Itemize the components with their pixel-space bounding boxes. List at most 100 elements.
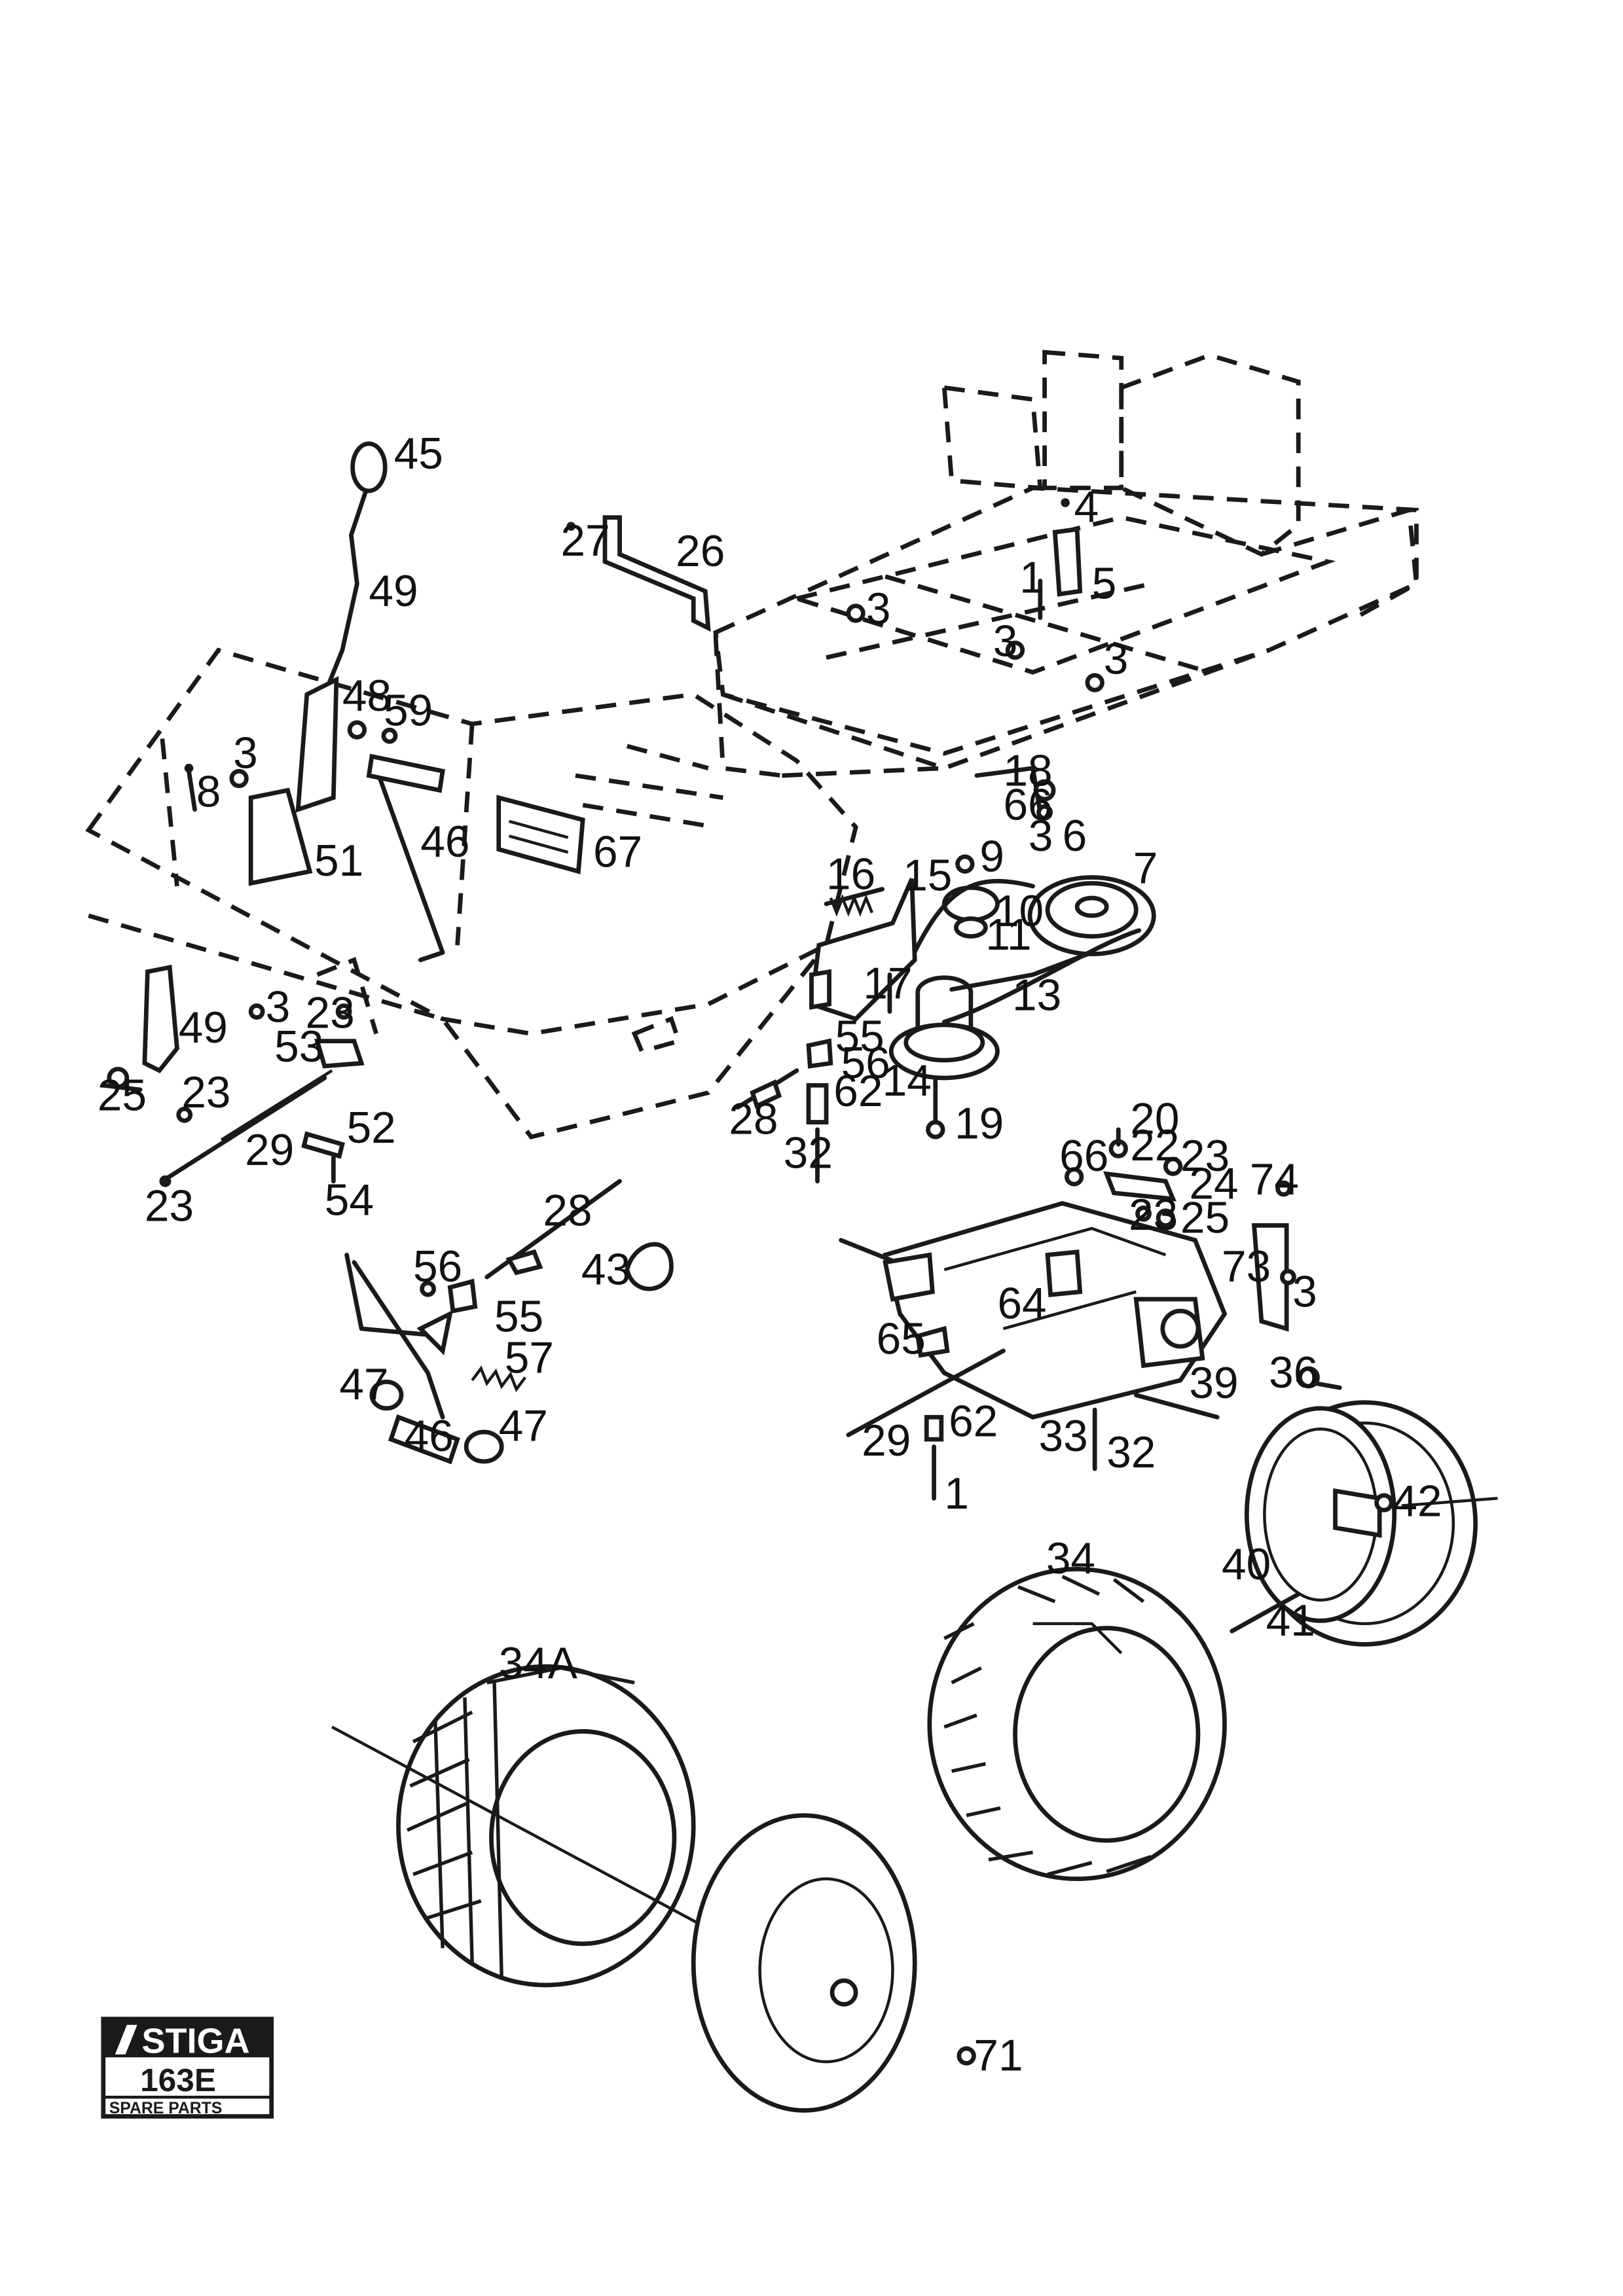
callout-28: 28 (729, 1095, 778, 1144)
callout-23: 23 (1129, 1191, 1178, 1240)
callout-55: 55 (835, 1012, 884, 1061)
callout-25: 25 (98, 1071, 147, 1121)
callout-17: 17 (863, 959, 912, 1008)
callout-40: 40 (1222, 1540, 1271, 1589)
bracket-26 (566, 515, 711, 632)
callout-13: 13 (1012, 971, 1061, 1020)
stiga-logo-block: STIGA 163E SPARE PARTS (101, 2017, 274, 2119)
spacer-62 (806, 1083, 829, 1124)
callout-48: 48 (342, 672, 392, 721)
callout-62: 62 (949, 1397, 998, 1446)
callout-46: 46 (420, 817, 469, 867)
arm-24 (1103, 1171, 1176, 1202)
callout-29: 29 (862, 1416, 911, 1465)
callout-52: 52 (347, 1103, 396, 1153)
bracket-73 (1251, 1223, 1289, 1332)
callout-56: 56 (841, 1039, 890, 1088)
gear-lever-assembly (184, 441, 398, 886)
callout-16: 16 (826, 850, 875, 899)
lever-bracket-51 (248, 787, 313, 886)
callout-3: 3 (266, 982, 291, 1031)
wheel-rim-front (691, 1813, 976, 2113)
callout-57: 57 (505, 1334, 554, 1383)
chassis-frame (713, 350, 1419, 778)
callout-45: 45 (394, 429, 443, 478)
callout-3: 3 (866, 584, 891, 634)
frame-fasteners (846, 498, 1104, 692)
callout-23: 23 (145, 1182, 194, 1231)
callout-66: 66 (1059, 1132, 1108, 1181)
pedal-assembly (366, 753, 585, 963)
bracket-49b (142, 964, 179, 1073)
plate-52 (301, 1131, 345, 1159)
callout-29: 29 (245, 1126, 294, 1175)
callout-20: 20 (1130, 1095, 1179, 1144)
callout-49: 49 (369, 567, 418, 616)
callout-3: 3 (1029, 812, 1053, 861)
body-hood (85, 647, 858, 1139)
callout-41: 41 (1266, 1596, 1315, 1645)
callout-3: 3 (1104, 634, 1129, 683)
logo-model: 163E (140, 2062, 216, 2098)
callout-22: 22 (1130, 1121, 1179, 1170)
callout-9: 9 (979, 832, 1004, 881)
callout-42: 42 (1393, 1477, 1442, 1526)
rear-wheel-rim (1230, 1400, 1498, 1647)
lower-linkage (344, 1179, 674, 1465)
callout-1: 1 (944, 1469, 969, 1518)
callout-32: 32 (1106, 1428, 1156, 1477)
callout-27: 27 (560, 516, 610, 565)
callout-67: 67 (593, 828, 642, 877)
callout-64: 64 (997, 1279, 1046, 1328)
callout-3: 3 (1292, 1267, 1317, 1316)
lever-knob (350, 441, 388, 493)
callout-7: 7 (1133, 844, 1158, 893)
callout-65: 65 (877, 1314, 926, 1363)
callout-34A: 34A (499, 1639, 577, 1688)
callout-49: 49 (179, 1003, 228, 1052)
callout-62: 62 (833, 1067, 883, 1116)
callout-1: 1 (1019, 554, 1044, 603)
callout-53: 53 (274, 1022, 323, 1071)
callout-47: 47 (339, 1360, 388, 1409)
callout-46: 46 (404, 1412, 453, 1461)
callout-18: 18 (1003, 747, 1052, 796)
callout-3: 3 (233, 729, 258, 778)
callout-66: 66 (1003, 781, 1052, 830)
tyre-34A (331, 1664, 842, 2001)
pedal-pad-67 (496, 795, 585, 874)
callout-59: 59 (384, 686, 433, 735)
callout-11: 11 (985, 910, 1031, 960)
callout-47: 47 (499, 1401, 548, 1450)
callout-56: 56 (413, 1242, 462, 1291)
callout-10: 10 (994, 887, 1044, 936)
callout-14: 14 (883, 1056, 932, 1105)
callout-8: 8 (196, 767, 221, 816)
callout-74: 74 (1250, 1155, 1299, 1204)
callout-39: 39 (1189, 1359, 1238, 1408)
callout-55: 55 (494, 1293, 543, 1342)
part-callouts: 45 49 48 59 3 8 51 46 67 27 26 4 1 5 3 3… (98, 429, 1442, 2080)
callout-15: 15 (903, 852, 952, 901)
lever-grip (295, 675, 339, 813)
tyre-34 (927, 1567, 1227, 1882)
callout-34: 34 (1046, 1534, 1095, 1583)
callout-6: 6 (1063, 812, 1087, 861)
callout-25: 25 (1180, 1194, 1230, 1243)
callout-23: 23 (181, 1068, 230, 1117)
callout-23: 23 (306, 988, 355, 1037)
callout-43: 43 (581, 1245, 630, 1294)
callout-24: 24 (1189, 1160, 1238, 1209)
callout-19: 19 (955, 1099, 1004, 1148)
transaxle (839, 1127, 1342, 1501)
logo-subtitle: SPARE PARTS (109, 2100, 223, 2117)
callout-33: 33 (1039, 1412, 1088, 1461)
callout-73: 73 (1222, 1242, 1271, 1291)
logo-slash-mark (115, 2024, 137, 2054)
belt-drive (735, 766, 1156, 1184)
callout-28: 28 (543, 1186, 592, 1235)
logo-brand: STIGA (141, 2022, 249, 2061)
callout-54: 54 (325, 1176, 374, 1225)
left-linkage (101, 964, 365, 1187)
